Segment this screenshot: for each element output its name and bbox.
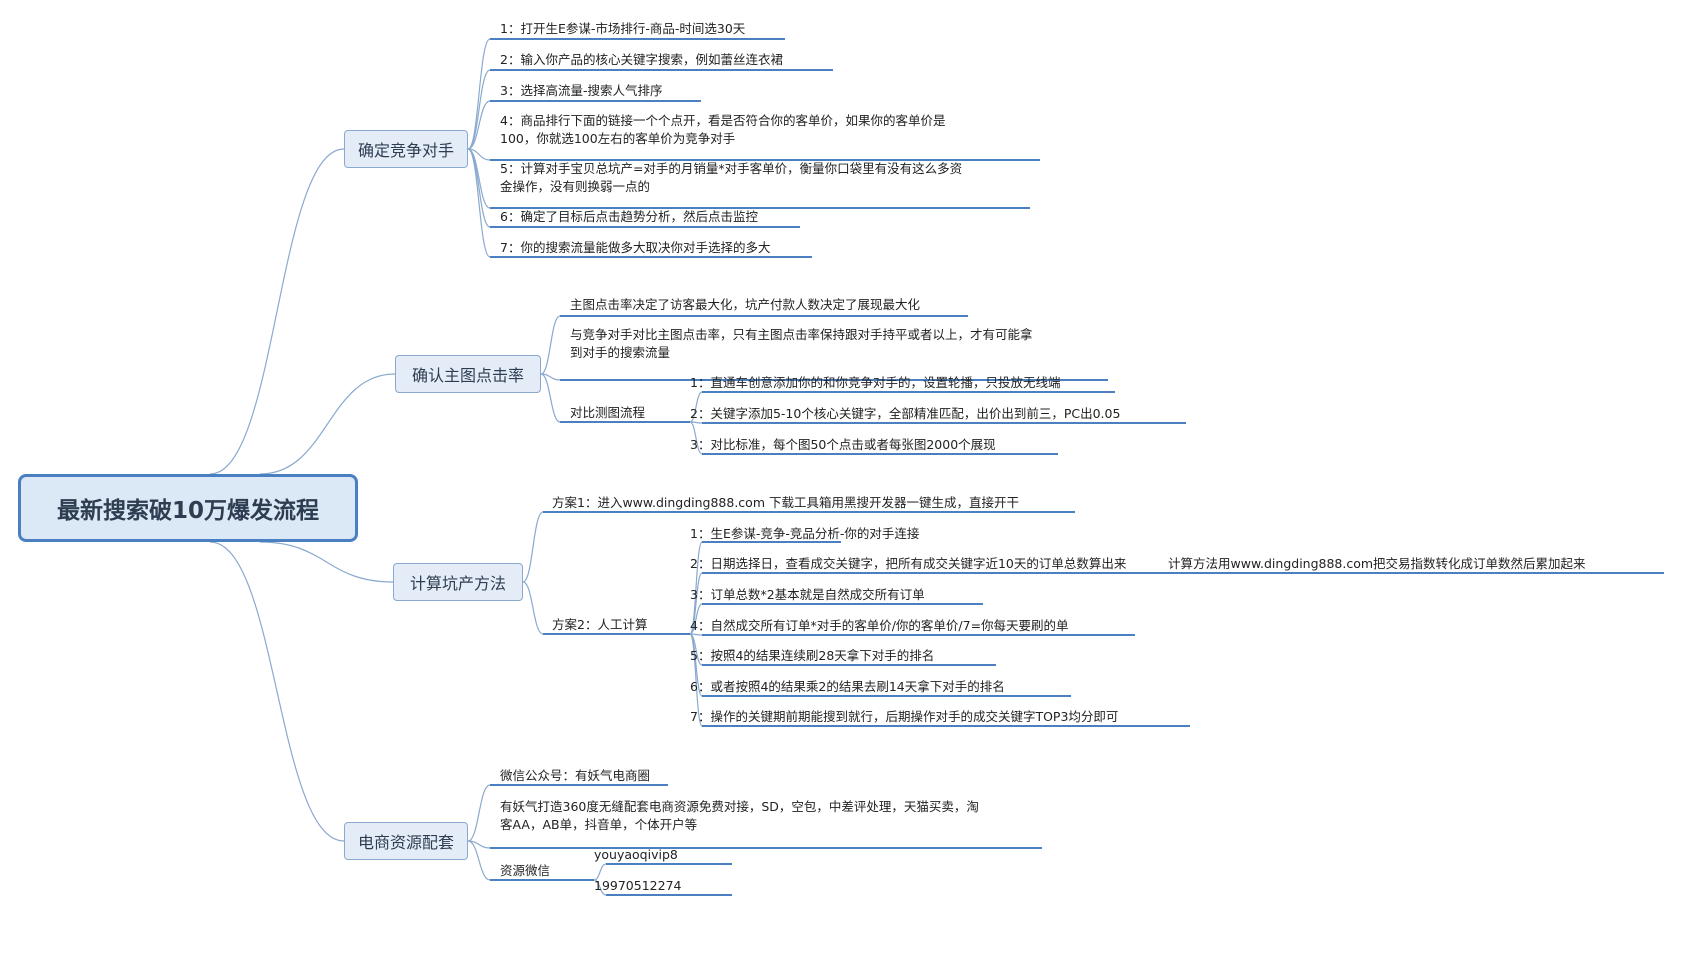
b1-link-3 <box>467 100 491 150</box>
plan-2-step-4: 4：自然成交所有订单*对手的客单价/你的客单价/7=你每天要刷的单 <box>690 618 1069 633</box>
competitor-step-2: 2：输入你产品的核心关键字搜索，例如蕾丝连衣裙 <box>500 52 783 67</box>
root-to-branch-4-line <box>209 541 345 842</box>
root-node: 最新搜索破10万爆发流程 <box>18 474 358 542</box>
b4-link-2 <box>467 840 491 849</box>
plan-2: 方案2：人工计算 <box>552 617 648 632</box>
ctr-test-process: 对比测图流程 <box>570 405 646 420</box>
competitor-step-5: 5：计算对手宝贝总坑产=对手的月销量*对手客单价，衡量你口袋里有没有这么多资金操… <box>500 161 963 194</box>
branch-pit-output: 计算坑产方法 <box>393 563 523 601</box>
competitor-step-6: 6：确定了目标后点击趋势分析，然后点击监控 <box>500 209 758 224</box>
branch-main-image-ctr: 确认主图点击率 <box>395 355 541 393</box>
root-to-branch-2-line <box>259 373 396 475</box>
b1-link-1 <box>467 38 491 150</box>
plan-2-step-1: 1：生E参谋-竞争-竞品分析-你的对手连接 <box>690 526 920 541</box>
ctr-note-1: 主图点击率决定了访客最大化，坑产付款人数决定了展现最大化 <box>570 297 921 312</box>
b4-link-1 <box>467 784 491 842</box>
b1-link-5 <box>467 148 491 209</box>
b1-link-7 <box>467 148 491 258</box>
plan-2-step-7: 7：操作的关键期前期能搜到就行，后期操作对手的成交关键字TOP3均分即可 <box>690 709 1119 724</box>
resource-wechat-account: 微信公众号：有妖气电商圈 <box>500 768 651 783</box>
plan-2-step-2: 2：日期选择日，查看成交关键字，把所有成交关键字近10天的订单总数算出来 <box>690 556 1127 571</box>
resource-description: 有妖气打造360度无缝配套电商资源免费对接，SD，空包，中差评处理，天猫买卖，淘… <box>500 799 979 832</box>
root-to-branch-3-line <box>259 541 394 583</box>
b3-link-1 <box>522 511 544 583</box>
root-to-branch-1-line <box>209 148 345 475</box>
resource-wechat-id: youyaoqivip8 <box>594 847 678 862</box>
plan-2-step-6: 6：或者按照4的结果乘2的结果去刷14天拿下对手的排名 <box>690 679 1005 694</box>
resource-wechat-label: 资源微信 <box>500 863 551 878</box>
competitor-step-1: 1：打开生E参谋-市场排行-商品-时间选30天 <box>500 21 746 36</box>
b1-link-6 <box>467 148 491 228</box>
b2-link-3 <box>540 373 561 423</box>
plan-2-step-3: 3：订单总数*2基本就是自然成交所有订单 <box>690 587 925 602</box>
b2-link-2 <box>540 373 561 381</box>
plan-2-step-5: 5：按照4的结果连续刷28天拿下对手的排名 <box>690 648 935 663</box>
b4-link-3 <box>467 840 491 881</box>
b2-link-1 <box>540 315 561 375</box>
plan-2-step-2-note: 计算方法用www.dingding888.com把交易指数转化成订单数然后累加起… <box>1168 556 1586 571</box>
competitor-step-7: 7：你的搜索流量能做多大取决你对手选择的多大 <box>500 240 771 255</box>
ctr-note-2: 与竞争对手对比主图点击率，只有主图点击率保持跟对手持平或者以上，才有可能拿到对手… <box>570 327 1033 360</box>
b3-link-2 <box>522 581 544 635</box>
ctr-test-step-2: 2：关键字添加5-10个核心关键字，全部精准匹配，出价出到前三，PC出0.05 <box>690 406 1121 421</box>
competitor-step-3: 3：选择高流量-搜索人气排序 <box>500 83 663 98</box>
b1-link-4 <box>467 148 491 161</box>
b1-link-2 <box>467 69 491 150</box>
ctr-test-step-1: 1：直通车创意添加你的和你竞争对手的，设置轮播，只投放无线端 <box>690 375 1061 390</box>
resource-phone: 19970512274 <box>594 878 682 893</box>
branch-competitor: 确定竞争对手 <box>344 130 468 168</box>
branch-resources: 电商资源配套 <box>344 822 468 860</box>
plan-1: 方案1：进入www.dingding888.com 下载工具箱用黑搜开发器一键生… <box>552 495 1019 510</box>
ctr-test-step-3: 3：对比标准，每个图50个点击或者每张图2000个展现 <box>690 437 996 452</box>
competitor-step-4: 4：商品排行下面的链接一个个点开，看是否符合你的客单价，如果你的客单价是100，… <box>500 113 946 146</box>
